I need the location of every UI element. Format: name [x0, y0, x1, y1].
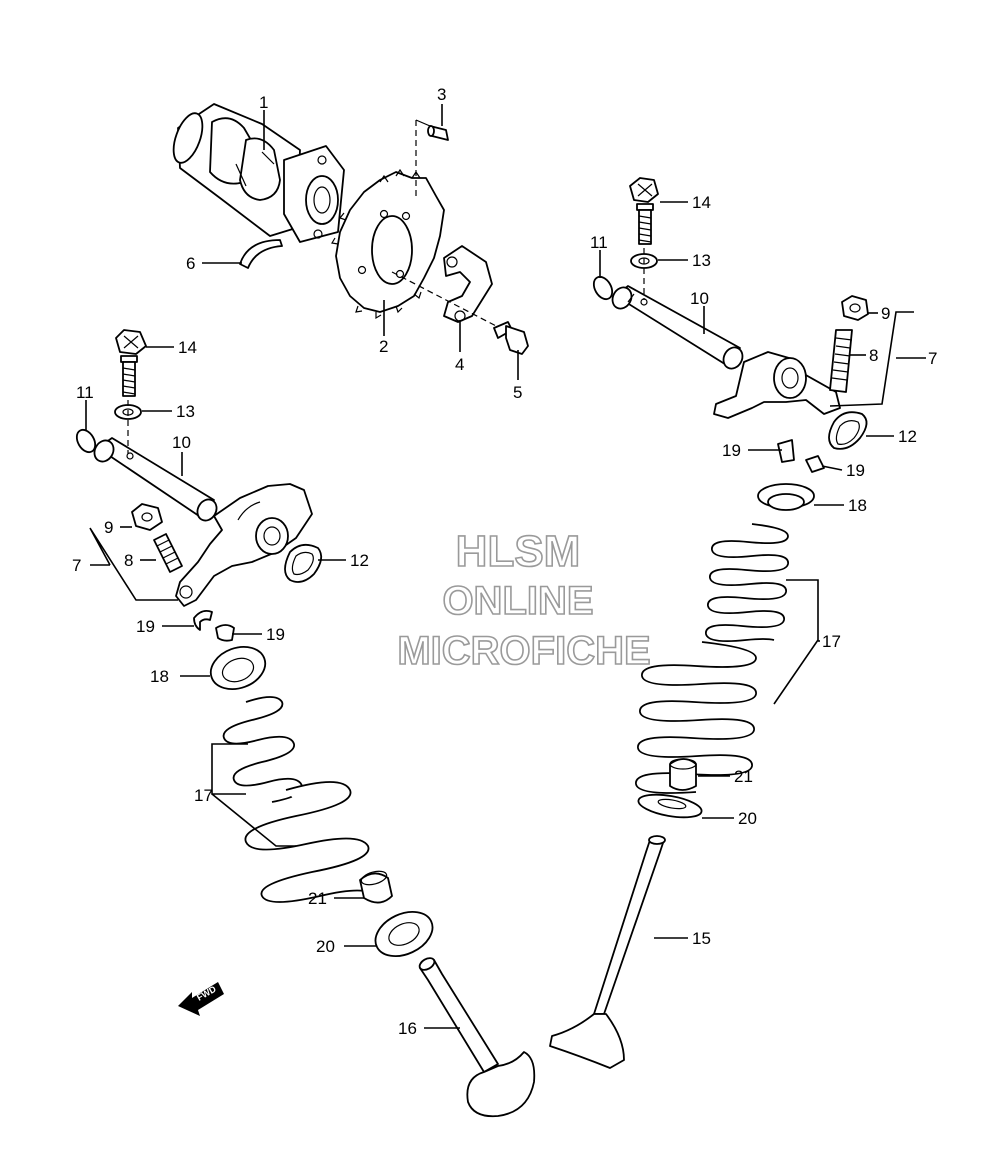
callout-9-left: 9 [104, 518, 113, 537]
callout-12-left: 12 [350, 551, 369, 570]
adjuster-screw-right[interactable] [829, 329, 853, 393]
callout-13-left: 13 [176, 402, 195, 421]
callout-8-right: 8 [869, 346, 878, 365]
valve-spring-right[interactable] [635, 523, 789, 794]
watermark-line1: HLSM [456, 527, 581, 576]
gasket-left[interactable] [284, 543, 323, 583]
rocker-arm-left[interactable] [175, 483, 313, 607]
callout-18-right: 18 [848, 496, 867, 515]
callout-13-right: 13 [692, 251, 711, 270]
callout-12-right: 12 [898, 427, 917, 446]
sprocket-plate[interactable] [443, 245, 493, 323]
callout-17-left: 17 [194, 786, 213, 805]
callout-21-right: 21 [734, 767, 753, 786]
adjuster-screw-left[interactable] [153, 533, 183, 573]
watermark: HLSM ONLINE MICROFICHE [397, 526, 652, 674]
spring-retainer-left[interactable] [205, 640, 271, 697]
callout-20-right: 20 [738, 809, 757, 828]
callout-19-right-a: 19 [722, 441, 741, 460]
intake-valve[interactable] [418, 956, 536, 1118]
adjuster-nut-right[interactable] [841, 295, 869, 321]
callout-9-right: 9 [881, 304, 890, 323]
shaft-bolt-right[interactable] [629, 177, 659, 245]
callout-3: 3 [437, 85, 446, 104]
sprocket-bolt[interactable] [493, 321, 529, 355]
valve-cotter-right-a[interactable] [777, 439, 795, 463]
exhaust-valve[interactable] [549, 835, 666, 1069]
callout-8-left: 8 [124, 551, 133, 570]
gasket-right[interactable] [828, 411, 868, 450]
leader-lines [85, 104, 926, 1029]
callout-21-left: 21 [308, 889, 327, 908]
spring-seat-right[interactable] [637, 791, 704, 822]
callout-5: 5 [513, 383, 522, 402]
rocker-arm-right[interactable] [713, 351, 841, 419]
callout-14-right: 14 [692, 193, 711, 212]
callout-10-left: 10 [172, 433, 191, 452]
callout-19-right-b: 19 [846, 461, 865, 480]
callout-7-right: 7 [928, 349, 937, 368]
callout-1: 1 [259, 93, 268, 112]
shaft-bolt-left[interactable] [115, 329, 147, 397]
callout-17-right: 17 [822, 632, 841, 651]
callout-20-left: 20 [316, 937, 335, 956]
forward-arrow-icon: FWD [178, 982, 224, 1016]
valve-stem-seal-left[interactable] [359, 869, 393, 904]
callout-18-left: 18 [150, 667, 169, 686]
callout-11-right: 11 [590, 233, 608, 252]
valve-cotter-left-b[interactable] [215, 624, 235, 642]
callout-19-left-b: 19 [266, 625, 285, 644]
valve-spring-left[interactable] [222, 696, 379, 903]
watermark-line3: MICROFICHE [397, 629, 650, 673]
callout-15: 15 [692, 929, 711, 948]
callout-10-right: 10 [690, 289, 709, 308]
callout-14-left: 14 [178, 338, 197, 357]
spring-seat-left[interactable] [368, 903, 439, 965]
spring-retainer-right[interactable] [757, 483, 815, 511]
valve-cotter-left-a[interactable] [193, 609, 213, 631]
callout-4: 4 [455, 355, 464, 374]
callout-7-left: 7 [72, 556, 81, 575]
camshaft-clip[interactable] [239, 239, 283, 269]
callout-2: 2 [379, 337, 388, 356]
rocker-shaft-right[interactable] [609, 284, 746, 372]
callout-11-left: 11 [76, 383, 94, 402]
callout-19-left-a: 19 [136, 617, 155, 636]
rocker-shaft-left[interactable] [91, 437, 221, 524]
cam-sprocket[interactable] [331, 168, 445, 320]
oring-right[interactable] [590, 274, 616, 303]
callout-16: 16 [398, 1019, 417, 1038]
watermark-line2: ONLINE [442, 579, 593, 623]
camshaft[interactable] [168, 103, 345, 243]
callout-labels: 1 2 3 4 5 6 14 13 11 10 9 8 7 12 19 19 1… [72, 85, 937, 1038]
callout-6: 6 [186, 254, 195, 273]
dowel-pin[interactable] [427, 125, 449, 141]
oring-left[interactable] [73, 427, 99, 456]
valve-stem-seal-right[interactable] [669, 758, 697, 791]
adjuster-nut-left[interactable] [131, 503, 163, 531]
valve-cotter-right-b[interactable] [805, 455, 825, 473]
